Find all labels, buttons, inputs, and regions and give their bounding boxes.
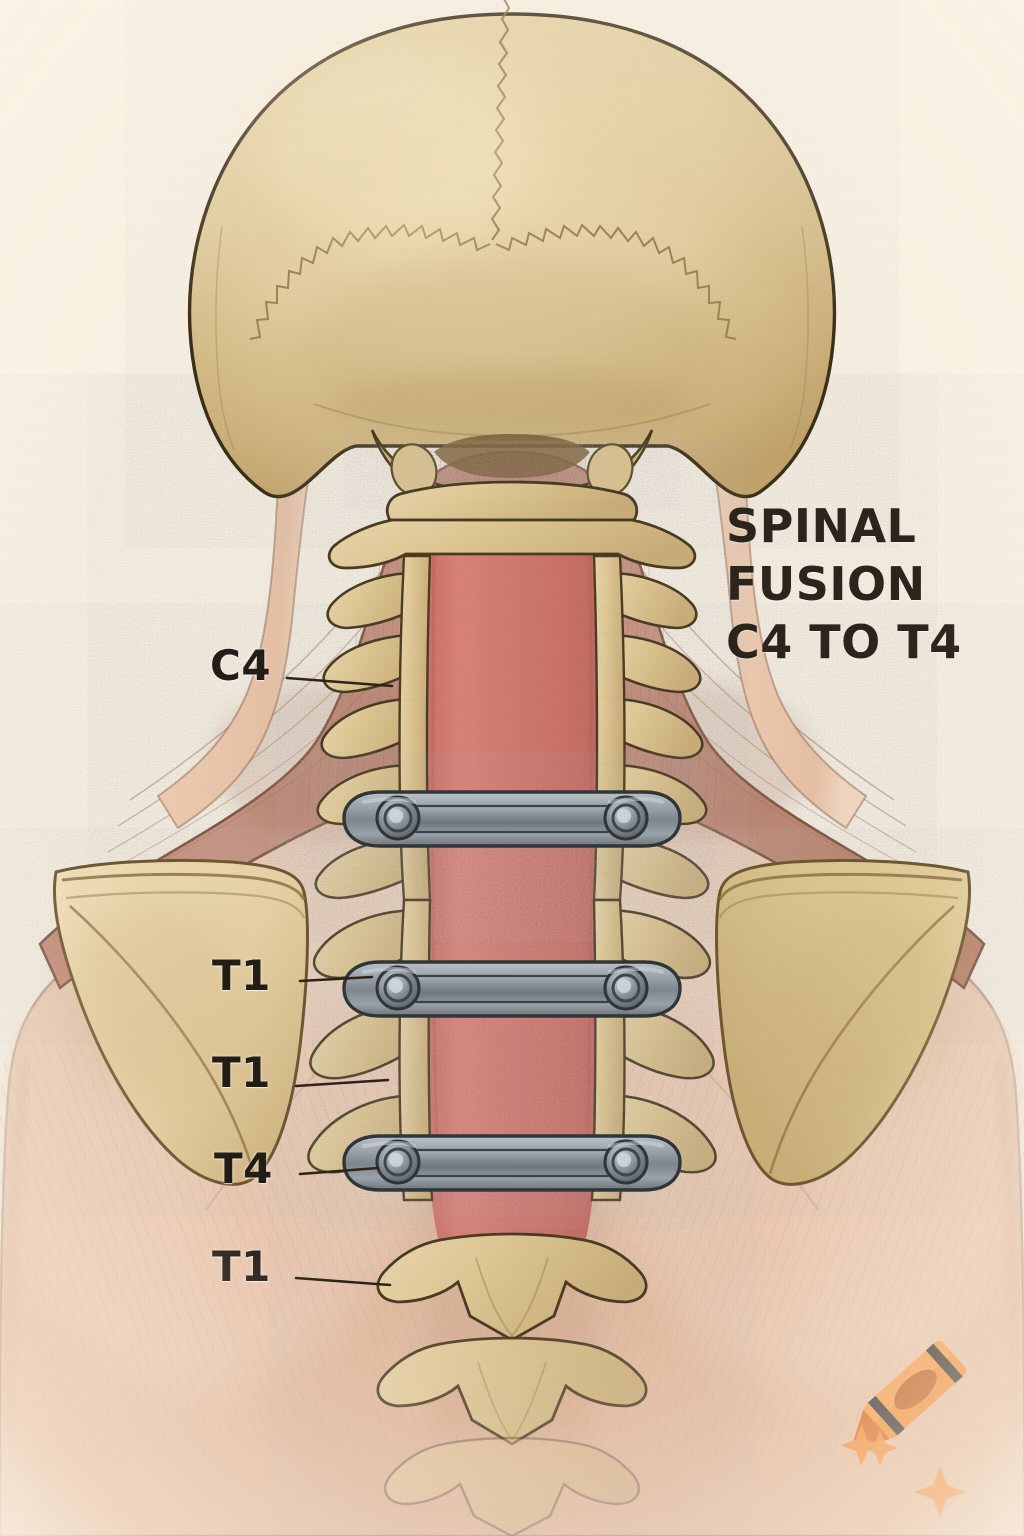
figure-title: SPINAL FUSION C4 TO T4	[726, 498, 1006, 672]
label-t1-lower: T1	[212, 1242, 271, 1291]
title-line-2: FUSION	[726, 556, 926, 611]
label-t4: T4	[214, 1144, 273, 1193]
label-t1-upper: T1	[212, 951, 271, 1000]
label-t1-mid: T1	[212, 1048, 271, 1097]
fusion-plate-2	[342, 960, 682, 1018]
vertebra-c1	[385, 480, 639, 522]
title-line-3: C4 TO T4	[726, 614, 962, 669]
title-line-1: SPINAL	[726, 499, 917, 553]
fusion-plate-1	[342, 790, 682, 848]
label-c4: C4	[210, 641, 272, 690]
fusion-plate-3	[342, 1134, 682, 1192]
